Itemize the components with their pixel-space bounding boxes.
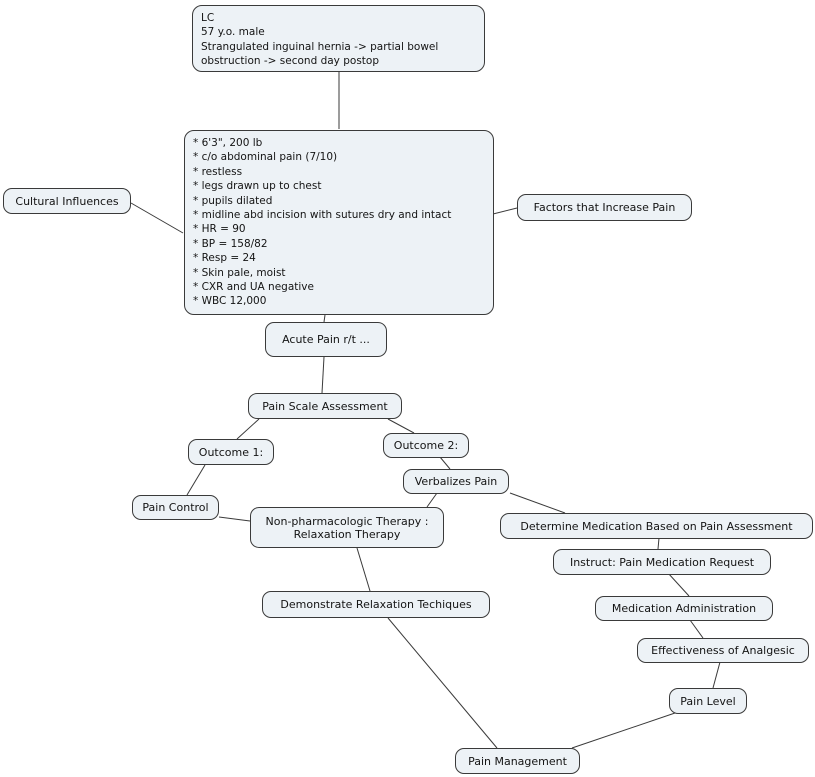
edge-pain-scale-to-outcome-2 (387, 418, 415, 434)
node-demonstrate-relaxation-techniques[interactable]: Demonstrate Relaxation Techiques (262, 591, 490, 618)
edge-demonstrate-to-pain-management (387, 617, 498, 749)
edge-assessment-to-factors (492, 207, 518, 215)
edge-cultural-to-assessment (130, 202, 184, 234)
node-pain-management[interactable]: Pain Management (455, 748, 580, 774)
edge-verbalizes-to-determine (509, 492, 566, 514)
node-outcome-2[interactable]: Outcome 2: (383, 433, 469, 458)
edge-outcome-2-to-verbalizes (439, 456, 451, 470)
node-pain-control[interactable]: Pain Control (132, 495, 219, 520)
edge-outcome-1-to-pain-control (186, 464, 206, 496)
node-determine-medication[interactable]: Determine Medication Based on Pain Asses… (500, 513, 813, 539)
node-effectiveness-of-analgesic[interactable]: Effectiveness of Analgesic (637, 638, 809, 663)
node-patient-header[interactable]: LC 57 y.o. male Strangulated inguinal he… (192, 5, 485, 72)
edge-instruct-to-med-admin (667, 572, 690, 597)
edge-determine-to-instruct (657, 537, 660, 550)
edge-verbalizes-to-nonpharm (426, 492, 438, 508)
edge-med-admin-to-effectiveness (689, 619, 704, 639)
edge-effectiveness-to-pain-level (712, 661, 721, 689)
node-factors-that-increase-pain[interactable]: Factors that Increase Pain (517, 194, 692, 221)
node-pain-level[interactable]: Pain Level (669, 688, 747, 714)
node-cultural-influences[interactable]: Cultural Influences (3, 188, 131, 214)
node-instruct-pain-medication-request[interactable]: Instruct: Pain Medication Request (553, 549, 771, 575)
edge-assessment-to-acute-pain (323, 314, 326, 323)
node-assessment-findings[interactable]: * 6'3", 200 lb * c/o abdominal pain (7/1… (184, 130, 494, 315)
node-acute-pain[interactable]: Acute Pain r/t ... (265, 322, 387, 357)
edge-acute-pain-to-pain-scale (321, 356, 325, 394)
node-outcome-1[interactable]: Outcome 1: (188, 439, 274, 465)
edge-nonpharm-to-demonstrate (356, 547, 371, 592)
node-medication-administration[interactable]: Medication Administration (595, 596, 773, 621)
node-non-pharmacologic-therapy[interactable]: Non-pharmacologic Therapy : Relaxation T… (250, 507, 444, 548)
edge-pain-control-to-nonpharm (218, 516, 251, 522)
edge-pain-scale-to-outcome-1 (236, 418, 260, 440)
edge-pain-level-to-pain-management (571, 712, 676, 749)
node-pain-scale-assessment[interactable]: Pain Scale Assessment (248, 393, 402, 419)
node-verbalizes-pain[interactable]: Verbalizes Pain (403, 469, 509, 494)
